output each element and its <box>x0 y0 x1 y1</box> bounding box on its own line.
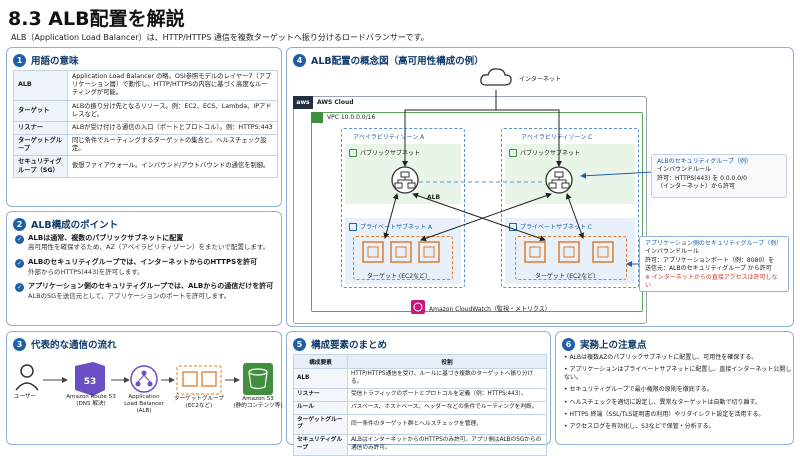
section-title: 用語の意味 <box>31 56 79 67</box>
architecture-lines <box>362 90 654 314</box>
section-title: ALB構成のポイント <box>31 220 119 231</box>
route53-icon: 53 <box>75 362 105 396</box>
target-a-label: ターゲット (EC2など) <box>367 273 428 280</box>
s3-label: Amazon S3 (静的コンテンツ等) <box>233 396 283 409</box>
section-number: 4 <box>293 53 306 67</box>
section-number: 3 <box>13 337 26 351</box>
table-row: ルールパスベース、ホストベース、ヘッダーなどの条件でルーティングを判断。 <box>293 401 547 415</box>
check-icon: ✓ <box>15 259 24 269</box>
user-icon <box>15 364 39 391</box>
aws-cloud-label: AWS Cloud <box>317 99 354 106</box>
user-label: ユーザー <box>13 394 37 400</box>
az-a-label: アベイラビリティゾーン A <box>353 134 425 141</box>
cloudwatch-label: Amazon CloudWatch（監視・メトリクス） <box>429 306 551 313</box>
check-icon: ✓ <box>15 283 24 293</box>
public-subnet-a-label: パブリックサブネット <box>360 150 421 157</box>
vpc-box <box>311 112 643 312</box>
section-number: 1 <box>13 53 26 67</box>
section-architecture: 4 ALB配置の概念図（高可用性構成の例） インターネット aws AWS Clo… <box>286 47 794 327</box>
ec2-icon <box>558 241 580 263</box>
cloudwatch-icon <box>411 300 425 314</box>
list-item: ALBは複数AZのパブリックサブネットに配置し、可用性を確保する。 <box>564 354 794 362</box>
table-header-row: 構成要素役割 <box>293 354 547 369</box>
section-title: 実務上の注意点 <box>580 340 647 351</box>
table-row: リスナー受信トラフィックのポートとプロトコルを定義（例：HTTPS:443）。 <box>293 388 547 403</box>
ec2-icon <box>390 241 412 263</box>
target-group-label: ターゲットグループ (EC2など) <box>173 396 224 409</box>
flow-diagram: 53 <box>15 362 273 396</box>
list-item: ✓ALBのセキュリティグループでは、インターネットからのHTTPSを許可外部から… <box>15 258 258 276</box>
list-item: HTTPS 終端（SSL/TLS証明書の利用）やリダイレクト設定を活用する。 <box>564 411 794 419</box>
section-title: ALB配置の概念図（高可用性構成の例） <box>311 56 484 67</box>
list-item: アプリケーションはプライベートサブネットに配置し、直接インターネット公開しない。 <box>564 366 794 382</box>
ec2-icon <box>182 371 198 387</box>
ec2-icon <box>362 241 384 263</box>
aws-logo: aws <box>293 96 313 109</box>
list-item: ✓ALBは通常、複数のパブリックサブネットに配置高可用性を確保するため、AZ（ア… <box>15 234 270 252</box>
table-row: ターゲットグループ同一条件のターゲット群とヘルスチェックを管理。 <box>293 413 547 436</box>
alb-icon <box>545 166 573 194</box>
section-number: 6 <box>562 337 575 351</box>
internet-cloud-icon <box>480 68 512 86</box>
ec2-icon <box>418 241 440 263</box>
notes-list: ALBは複数AZのパブリックサブネットに配置し、可用性を確保する。 アプリケーシ… <box>564 354 794 436</box>
page-title: 8.3 ALB配置を解説 <box>8 8 185 30</box>
ec2-icon <box>201 371 217 387</box>
table-row: セキュリティグループ（SG）仮想ファイアウォール。インバウンド/アウトバウンドの… <box>13 155 278 178</box>
check-icon: ✓ <box>15 235 24 244</box>
internet-label: インターネット <box>519 76 562 83</box>
svg-text:53: 53 <box>84 377 97 387</box>
section-flow: 3 代表的な通信の流れ 53 ユーザー Amazon Route 53 (DNS … <box>6 331 283 445</box>
alb-icon <box>130 365 158 393</box>
section-number: 2 <box>13 217 26 231</box>
section-number: 5 <box>293 337 306 351</box>
app-security-group-callout: アプリケーション側のセキュリティグループ（例） インバウンドルール 許可：アプリ… <box>639 236 789 292</box>
lock-icon <box>349 148 357 157</box>
az-c-label: アベイラビリティゾーン C <box>521 134 593 141</box>
public-subnet-c-label: パブリックサブネット <box>520 150 581 157</box>
target-c-label: ターゲット (EC2など) <box>535 273 596 280</box>
section-notes: 6 実務上の注意点 ALBは複数AZのパブリックサブネットに配置し、可用性を確保す… <box>555 331 794 445</box>
alb-label: Application Load Balancer (ALB) <box>124 394 164 414</box>
ec2-icon <box>524 241 546 263</box>
table-row: ターゲットグループ同じ条件でルーティングするターゲットの集合と、ヘルスチェック設… <box>13 134 278 157</box>
list-item: セキュリティグループで最小権限の原則を徹底する。 <box>564 386 794 394</box>
private-subnet-c-label: プライベートサブネット C <box>520 224 593 231</box>
points-list: ✓ALBは通常、複数のパブリックサブネットに配置高可用性を確保するため、AZ（ア… <box>15 234 283 307</box>
section-title: 構成要素のまとめ <box>311 340 388 351</box>
alb-label: ALB <box>427 194 441 201</box>
page-subtitle: ALB（Application Load Balancer）は、HTTP/HTT… <box>11 33 429 42</box>
target-group-box <box>176 365 222 395</box>
vpc-label: VPC 10.0.0.0/16 <box>327 114 376 121</box>
s3-icon <box>243 363 273 395</box>
vpc-icon <box>311 112 323 123</box>
aws-cloud-box <box>293 96 647 324</box>
section-points: 2 ALB構成のポイント ✓ALBは通常、複数のパブリックサブネットに配置高可用性… <box>6 211 282 326</box>
lock-icon <box>509 148 517 157</box>
lock-icon <box>349 222 357 231</box>
ec2-icon <box>592 241 614 263</box>
list-item: ヘルスチェックを適切に設定し、異常なターゲットは自動で切り離す。 <box>564 399 794 407</box>
section-title: 代表的な通信の流れ <box>31 340 117 351</box>
route53-label: Amazon Route 53 (DNS 解決) <box>66 394 116 407</box>
alb-icon <box>391 166 419 194</box>
alb-security-group-callout: ALBのセキュリティグループ（例） インバウンドルール 許可：HTTPS(443… <box>651 154 787 198</box>
target-box-a <box>353 236 453 280</box>
list-item: アクセスログを有効化し、S3などで保管・分析する。 <box>564 423 794 431</box>
